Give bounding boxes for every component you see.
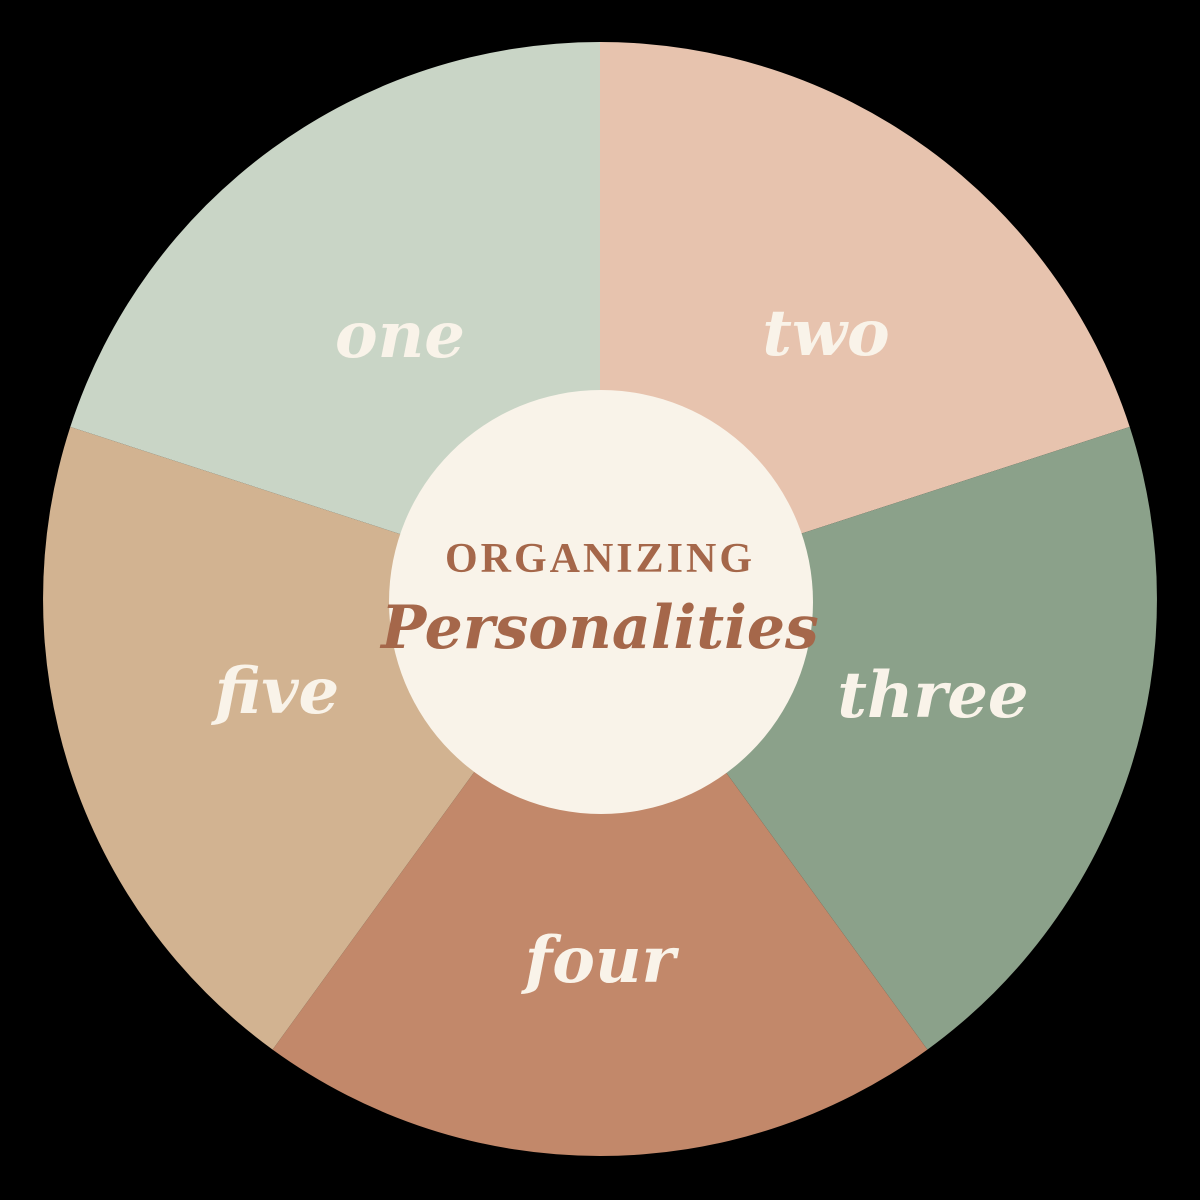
center-eyebrow-text: ORGANIZING bbox=[445, 536, 755, 582]
segment-label-one: one bbox=[335, 298, 465, 373]
segment-label-two: two bbox=[762, 296, 889, 371]
segment-four bbox=[272, 599, 928, 1156]
center-title-text: Personalities bbox=[379, 593, 819, 663]
segment-label-three: three bbox=[837, 658, 1028, 733]
segment-label-five: five bbox=[211, 654, 339, 729]
center-circle bbox=[389, 390, 813, 814]
segment-label-four: four bbox=[521, 923, 680, 998]
